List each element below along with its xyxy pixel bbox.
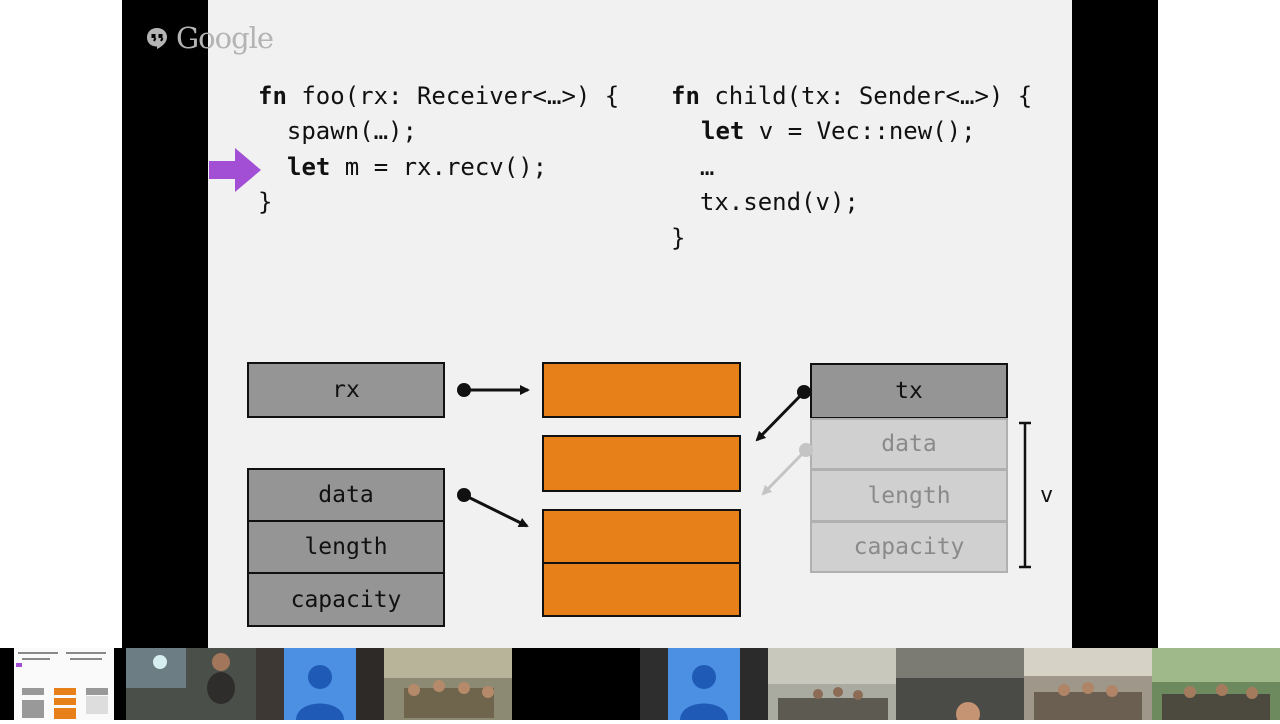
hangouts-icon bbox=[147, 28, 167, 49]
arrow-right-icon bbox=[209, 148, 261, 192]
participant-thumb-5[interactable] bbox=[384, 648, 512, 720]
faded-data-pointer-arrow bbox=[761, 443, 813, 496]
person-avatar-icon bbox=[296, 665, 344, 720]
participant-thumb-6[interactable] bbox=[640, 648, 668, 720]
video-feed-icon bbox=[384, 648, 512, 718]
v-bracket bbox=[1019, 421, 1031, 569]
hangouts-logo: Google bbox=[146, 18, 274, 58]
right-vec-capacity: capacity bbox=[810, 521, 1008, 573]
participant-thumb-2[interactable] bbox=[126, 648, 256, 720]
data-pointer-arrow bbox=[457, 488, 529, 528]
v-label: v bbox=[1040, 483, 1054, 508]
video-feed-icon bbox=[896, 648, 1024, 724]
video-feed-icon bbox=[768, 648, 896, 720]
participant-thumb-8[interactable] bbox=[768, 648, 896, 720]
person-avatar-icon bbox=[680, 665, 728, 720]
video-feed-icon bbox=[1024, 648, 1152, 720]
participant-thumb-10[interactable] bbox=[1024, 648, 1152, 720]
code-right-line3: … bbox=[671, 153, 715, 181]
left-vec-capacity: capacity bbox=[247, 572, 445, 627]
pointer-arrows bbox=[457, 383, 1031, 569]
right-letterbox bbox=[1072, 0, 1158, 648]
participant-thumb-avatar-1[interactable] bbox=[284, 648, 356, 720]
left-vec-data: data bbox=[247, 468, 445, 522]
code-right-line1: fn child(tx: Sender<…>) { bbox=[671, 82, 1033, 110]
code-right-line2: let v = Vec::new(); bbox=[701, 117, 976, 145]
queue-node-2 bbox=[542, 435, 741, 492]
participant-thumb-9[interactable] bbox=[896, 648, 1024, 724]
video-feed-icon bbox=[1152, 648, 1280, 720]
rx-pointer-arrow bbox=[457, 383, 530, 397]
left-vec-length: length bbox=[247, 520, 445, 574]
code-right-line5: } bbox=[671, 224, 686, 252]
tx-pointer-arrow bbox=[755, 385, 811, 442]
participant-thumb-11[interactable] bbox=[1152, 648, 1280, 720]
right-vec-length: length bbox=[810, 469, 1008, 522]
participant-thumb-7[interactable] bbox=[740, 648, 768, 720]
slide-thumbnail-icon bbox=[16, 652, 108, 719]
code-right-line4: tx.send(v); bbox=[671, 188, 859, 216]
code-left-line3: let m = rx.recv(); bbox=[287, 153, 548, 181]
rx-box: rx bbox=[247, 362, 445, 418]
right-vec-data: data bbox=[810, 418, 1008, 470]
participant-thumb-4[interactable] bbox=[356, 648, 384, 720]
queue-node-3a bbox=[542, 509, 741, 564]
participant-thumb-slide[interactable] bbox=[14, 648, 114, 720]
queue-node-1 bbox=[542, 362, 741, 418]
participant-thumb-3[interactable] bbox=[256, 648, 284, 720]
logo-text: Google bbox=[176, 21, 274, 55]
queue-node-3b bbox=[542, 562, 741, 617]
code-left-line2: spawn(…); bbox=[258, 117, 417, 145]
code-left-line4: } bbox=[258, 188, 273, 216]
video-feed-icon bbox=[126, 648, 235, 704]
left-letterbox bbox=[122, 0, 208, 648]
code-left-line1: fn foo(rx: Receiver<…>) { bbox=[258, 82, 620, 110]
participant-thumb-avatar-2[interactable] bbox=[668, 648, 740, 720]
